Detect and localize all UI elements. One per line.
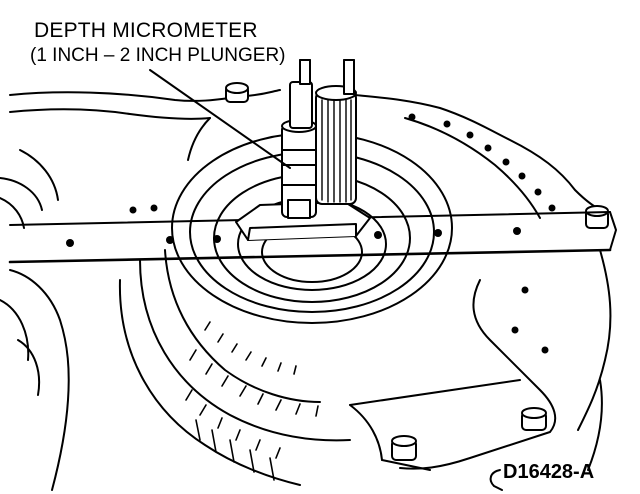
support-bracket	[349, 279, 603, 471]
clutch-plate-teeth	[185, 321, 319, 481]
callout-leader-line	[149, 69, 291, 169]
figure-id-arrow	[489, 469, 503, 491]
figure-id: D16428-A	[503, 461, 595, 483]
depth-micrometer	[235, 59, 371, 241]
callout-label-line-2: (1 INCH – 2 INCH PLUNGER)	[30, 45, 286, 66]
flange-bolt-holes	[129, 113, 556, 354]
transmission-case	[0, 89, 612, 491]
callout-label-line-1: DEPTH MICROMETER	[34, 19, 258, 42]
case-bolts	[225, 82, 609, 461]
